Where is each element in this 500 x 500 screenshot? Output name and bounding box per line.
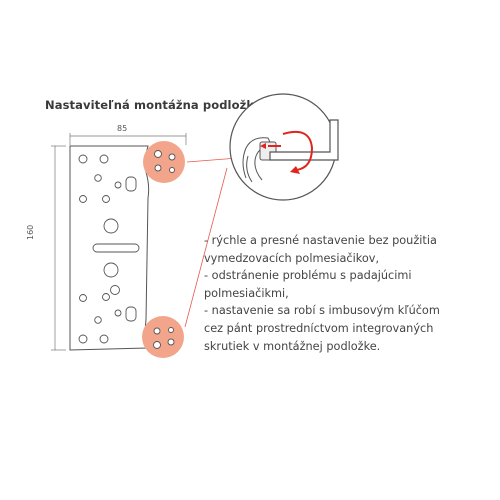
- description-list: - rýchle a presné nastavenie bez použiti…: [204, 232, 440, 355]
- width-dimension-line: [69, 133, 187, 145]
- description-line: polmesiačikmi,: [204, 286, 289, 300]
- plate-holes: [78, 154, 140, 344]
- highlight-holes: [153, 150, 176, 349]
- arrow-head: [290, 166, 300, 174]
- description-line: cez pánt prostredníctvom integrovaných: [204, 321, 434, 335]
- description-line: vymedzovacích polmesiačikov,: [204, 251, 380, 265]
- description-line: - nastavenie sa robí s imbusovým kľúčom: [204, 304, 440, 318]
- zoom-circle: [229, 93, 337, 201]
- page-title: Nastaviteľná montážna podložka: [45, 98, 262, 112]
- bottom-highlight-circle: [142, 316, 184, 358]
- description-line: - rýchle a presné nastavenie bez použiti…: [204, 234, 437, 247]
- top-highlight-circle: [143, 141, 185, 183]
- allen-key-icon: [269, 119, 339, 161]
- red-connector-lines: [184, 157, 239, 328]
- description-line: skrutiek v montážnej podložke.: [204, 339, 381, 353]
- height-dimension-line: [51, 145, 66, 351]
- small-arrow-head: [260, 143, 266, 149]
- width-dimension-label: 85: [117, 124, 128, 133]
- rotation-arrow-icon: [268, 130, 314, 171]
- description-line: - odstránenie problému s padajúcimi: [204, 269, 412, 283]
